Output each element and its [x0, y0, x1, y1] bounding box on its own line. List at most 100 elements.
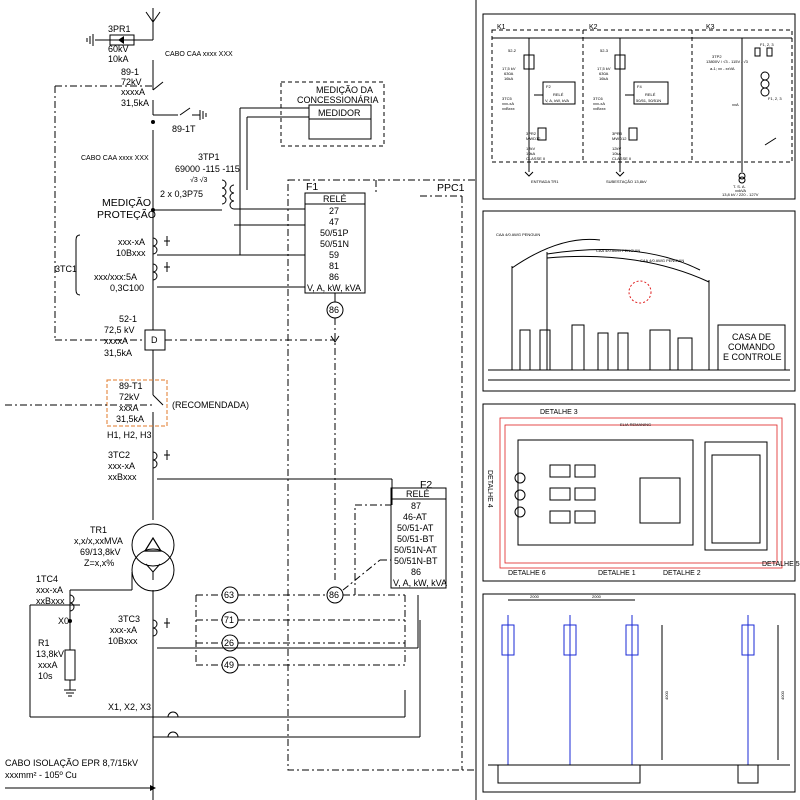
potential-transformer-3tp1: 3TP1 69000 -115 -115 √3 √3 2 x 0,3P75 — [151, 152, 305, 226]
f2-row: 50/51N-BT — [394, 556, 438, 566]
cable-bottom-2: xxxmm² - 105º Cu — [5, 770, 77, 780]
svg-text:T. S. A.: T. S. A. — [733, 184, 746, 189]
terminals-lv: X1, X2, X3 — [108, 702, 151, 712]
svg-text:xxA: xxA — [732, 102, 739, 107]
svg-text:V, A, kW, kVA: V, A, kW, kVA — [545, 98, 569, 103]
sw891-a: xxxxA — [121, 87, 145, 97]
house-label-1: CASA DE — [732, 332, 771, 342]
surge-voltage: 60kV — [108, 44, 129, 54]
tc2-a: xxx-xA — [108, 461, 135, 471]
meter-label: MEDIDOR — [318, 108, 361, 118]
sw89t1-icc: 31,5kA — [116, 414, 144, 424]
sw89t1-a: xxxA — [119, 403, 139, 413]
panel-elevation: CASA DE COMANDO E CONTROLE CAA 4/0 AWG P… — [482, 210, 796, 392]
r1-tag: R1 — [38, 638, 50, 648]
f2-title: RELÉ — [406, 489, 430, 499]
dim-side-1: 4000 — [664, 690, 669, 700]
svg-text:CAA 4/0 AWG PENGUIN: CAA 4/0 AWG PENGUIN — [640, 258, 684, 263]
svg-text:71: 71 — [224, 615, 234, 625]
tc1-b1: 10Bxxx — [116, 248, 146, 258]
f1-row: 47 — [329, 217, 339, 227]
cb521-tag: 52-1 — [119, 314, 137, 324]
dim-top-1: 2000 — [530, 594, 540, 599]
svg-text:17,5 kV: 17,5 kV — [597, 66, 611, 71]
current-transformer-3tc2: 3TC2 xxx-xA xxBxxx — [108, 450, 393, 505]
power-transformer-tr1: TR1 x,x/x,xxMVA 69/13,8kV Z=x,x% — [74, 523, 175, 592]
svg-text:50/51, 50/51N: 50/51, 50/51N — [636, 98, 661, 103]
surge-current: 10kA — [108, 54, 129, 64]
tc1-b2: 0,3C100 — [110, 283, 144, 293]
svg-text:a-1; xx - xxVA: a-1; xx - xxVA — [710, 66, 735, 71]
svg-text:17,5 kV: 17,5 kV — [502, 66, 516, 71]
medicao-label: MEDIÇÃO — [102, 196, 151, 209]
f2-lockout: 86 — [329, 590, 339, 600]
detalhe-2: DETALHE 2 — [663, 570, 701, 577]
svg-text:MWD12: MWD12 — [612, 136, 627, 141]
cable-label-mid: CABO CAA xxxx XXX — [81, 155, 149, 162]
tc1-a1: xxx-xA — [118, 237, 145, 247]
f1-row: 81 — [329, 261, 339, 271]
circuit-breaker-52-1: 52-1 72,5 kV xxxxA 31,5kA D — [55, 314, 335, 358]
metering-title-1: MEDIÇÃO DA — [316, 85, 373, 95]
svg-text:49: 49 — [224, 660, 234, 670]
surge-tag: 3PR1 — [108, 24, 131, 34]
sw89t1-v: 72kV — [119, 392, 140, 402]
svg-text:630A: 630A — [599, 71, 609, 76]
disconnect-89-t1: 89-T1 72kV xxxA 31,5kA (RECOMENDADA) H1,… — [5, 379, 249, 440]
detalhe-3: DETALHE 3 — [540, 409, 578, 416]
svg-text:F1, 2, 3: F1, 2, 3 — [768, 96, 782, 101]
r1-a: xxxA — [38, 660, 58, 670]
neutral-grounding: 1TC4 xxx-xA xxBxxx X0 R1 13,8kV xxxA 10s — [29, 572, 406, 718]
svg-text:13,8 kV / 220 - 127V: 13,8 kV / 220 - 127V — [722, 192, 759, 197]
ppc1-region — [287, 179, 477, 771]
f2-row: 50/51-AT — [397, 523, 434, 533]
tc1-a2: xxx/xxx:5A — [94, 272, 137, 282]
cable-bottom-1: CABO ISOLAÇÃO EPR 8,7/15kV — [5, 758, 138, 768]
f2-row: 87 — [411, 501, 421, 511]
tc4-b: xxBxxx — [36, 596, 65, 606]
svg-text:RELÉ: RELÉ — [645, 92, 656, 97]
detalhe-6: DETALHE 6 — [508, 570, 546, 577]
bay-k3: K3 — [706, 24, 715, 31]
svg-text:26: 26 — [224, 638, 234, 648]
svg-text:CAA 4/0 AWG PENGUIN: CAA 4/0 AWG PENGUIN — [496, 232, 540, 237]
relay-f1: F1 RELÉ 27 47 50/51P 50/51N 59 81 86 V, … — [304, 181, 366, 580]
ground-switch-89-1t: 89-1T — [151, 107, 207, 134]
f1-row: 86 — [329, 272, 339, 282]
sw891-tag: 89-1 — [121, 67, 139, 77]
svg-text:CLASSE II: CLASSE II — [526, 156, 545, 161]
f1-lockout: 86 — [329, 305, 339, 315]
sw89t1-tag: 89-T1 — [119, 381, 143, 391]
utility-metering-box: MEDIÇÃO DA CONCESSIONÁRIA MEDIDOR — [239, 81, 385, 255]
tr1-z: Z=x,x% — [84, 558, 114, 568]
svg-text:3TC5: 3TC5 — [502, 96, 513, 101]
f2-row: 50/51N-AT — [394, 545, 437, 555]
disconnect-89-1: 89-1 72kV xxxxA 31,5kA — [54, 67, 164, 340]
svg-text:10kA: 10kA — [526, 151, 535, 156]
surge-arrester-3pr1: 3PR1 60kV 10kA — [86, 24, 153, 64]
svg-text:3PR3: 3PR3 — [612, 131, 623, 136]
current-transformer-3tc3: 3TC3 xxx-xA 10Bxxx — [108, 595, 419, 649]
single-line-diagram: 3PR1 60kV 10kA CABO CAA xxxx XXX 89-1 72… — [5, 0, 477, 800]
f2-row: V, A, kW, kVA — [393, 578, 447, 588]
svg-text:3PR2: 3PR2 — [526, 131, 537, 136]
svg-text:F4: F4 — [637, 84, 642, 89]
sw89t1-note: (RECOMENDADA) — [172, 400, 249, 410]
svg-text:xxkVA: xxkVA — [735, 188, 746, 193]
svg-text:MWD12: MWD12 — [526, 136, 541, 141]
svg-text:xxBxxx: xxBxxx — [593, 106, 606, 111]
tc3-b: 10Bxxx — [108, 636, 138, 646]
f1-title: RELÉ — [323, 194, 347, 204]
svg-text:16kA: 16kA — [599, 76, 608, 81]
sw891t-tag: 89-1T — [172, 124, 196, 134]
tp-tag: 3TP1 — [198, 152, 220, 162]
svg-text:3TP2: 3TP2 — [712, 54, 722, 59]
panel-plan-view: ELIA REMANING DETALHE 3 DETALHE 4 DETALH… — [482, 403, 800, 582]
svg-text:12kV: 12kV — [526, 146, 535, 151]
tc1-tag: 3TC1 — [55, 264, 77, 274]
bay-k1: K1 — [497, 24, 506, 31]
tc2-tag: 3TC2 — [108, 450, 130, 460]
tc3-a: xxx-xA — [110, 625, 137, 635]
tp-accuracy: 2 x 0,3P75 — [160, 189, 203, 199]
